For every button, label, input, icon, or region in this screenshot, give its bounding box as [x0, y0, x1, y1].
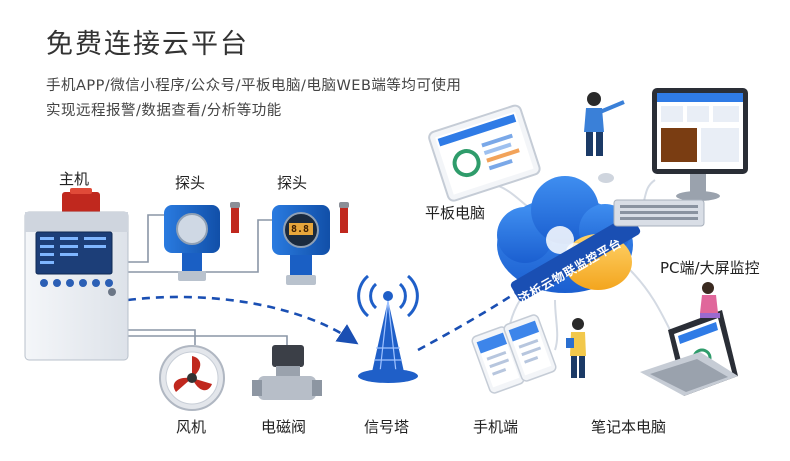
- label-probe-2: 探头: [277, 174, 308, 192]
- cloud-platform: [497, 176, 641, 302]
- signal-tower: [357, 274, 419, 383]
- person-standing: [566, 318, 586, 378]
- tablet-device: [428, 104, 541, 202]
- label-laptop: 笔记本电脑: [591, 418, 667, 436]
- label-fan: 风机: [176, 418, 207, 436]
- label-pc: PC端/大屏监控: [660, 259, 760, 277]
- person-pointing: [584, 92, 625, 156]
- person-sitting: [700, 282, 720, 318]
- pc-monitor: [598, 88, 748, 227]
- subtitle-line-1: 手机APP/微信小程序/公众号/平板电脑/电脑WEB端等均可使用: [46, 78, 462, 94]
- laptop-device: [640, 310, 738, 396]
- label-host: 主机: [59, 170, 90, 188]
- probe-1: [164, 202, 240, 281]
- label-phone: 手机端: [473, 418, 519, 436]
- label-tower: 信号塔: [364, 418, 410, 436]
- wireless-arrows: [127, 280, 535, 352]
- phone-devices: [471, 314, 557, 394]
- label-valve: 电磁阀: [261, 418, 307, 436]
- subtitle-line-2: 实现远程报警/数据查看/分析等功能: [46, 103, 282, 119]
- page-title: 免费连接云平台: [46, 29, 249, 60]
- host-unit: [24, 188, 129, 361]
- label-tablet: 平板电脑: [425, 204, 486, 222]
- fan: [159, 345, 225, 411]
- valve: [252, 345, 322, 400]
- label-probe-1: 探头: [175, 174, 206, 192]
- probe-display-value: 8.8: [291, 224, 310, 235]
- probe-2: [272, 202, 349, 285]
